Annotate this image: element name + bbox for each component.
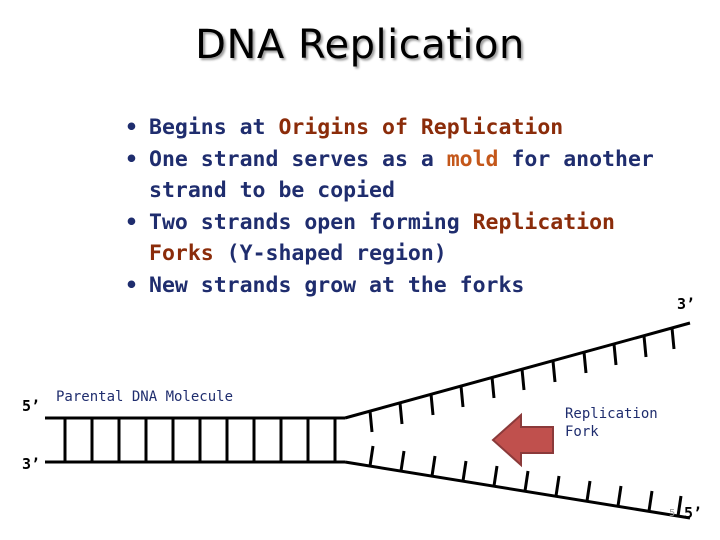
fork-label-line1: Replication bbox=[565, 406, 658, 422]
bullet-text: Two strands open forming bbox=[149, 209, 473, 235]
replication-fork-label: Replication Fork bbox=[565, 405, 658, 441]
parental-base-pairs bbox=[63, 418, 337, 462]
bullet-item-forks: Two strands open forming Replication For… bbox=[125, 207, 685, 270]
bullet-text: One strand serves as a bbox=[149, 146, 447, 172]
bullet-item-mold: One strand serves as a mold for another … bbox=[125, 144, 685, 207]
bullet-highlight: mold bbox=[446, 146, 499, 172]
bullet-list: Begins at Origins of Replication One str… bbox=[125, 112, 685, 301]
bullet-text: (Y-shaped region) bbox=[213, 241, 447, 266]
fork-arrow-icon bbox=[491, 412, 554, 468]
parental-dna-label: Parental DNA Molecule bbox=[56, 389, 234, 405]
upper-fork-strand bbox=[344, 321, 691, 420]
left-bottom-end-label: 3’ bbox=[22, 455, 41, 473]
right-top-end-label: 3’ bbox=[677, 295, 696, 313]
lower-fork-strand bbox=[344, 460, 691, 520]
bullet-text: for another strand to be copied bbox=[149, 146, 654, 204]
bullet-text: Begins at bbox=[149, 115, 279, 140]
fork-label-line2: Fork bbox=[565, 424, 599, 440]
bullet-text: New strands grow at the forks bbox=[149, 272, 525, 298]
slide-number: 5 bbox=[669, 508, 676, 519]
bullet-item-new-strands: New strands grow at the forks bbox=[125, 270, 685, 302]
slide-title: DNA Replication bbox=[195, 22, 525, 68]
left-top-end-label: 5’ bbox=[22, 397, 41, 415]
bullet-highlight: Origins of Replication bbox=[278, 115, 564, 140]
lower-strand-bases bbox=[368, 445, 683, 517]
bullet-item-origins: Begins at Origins of Replication bbox=[125, 112, 685, 144]
upper-strand-bases bbox=[368, 327, 676, 433]
bullet-highlight: Replication Forks bbox=[149, 209, 615, 267]
right-bottom-end-label: 5’ bbox=[684, 504, 703, 522]
